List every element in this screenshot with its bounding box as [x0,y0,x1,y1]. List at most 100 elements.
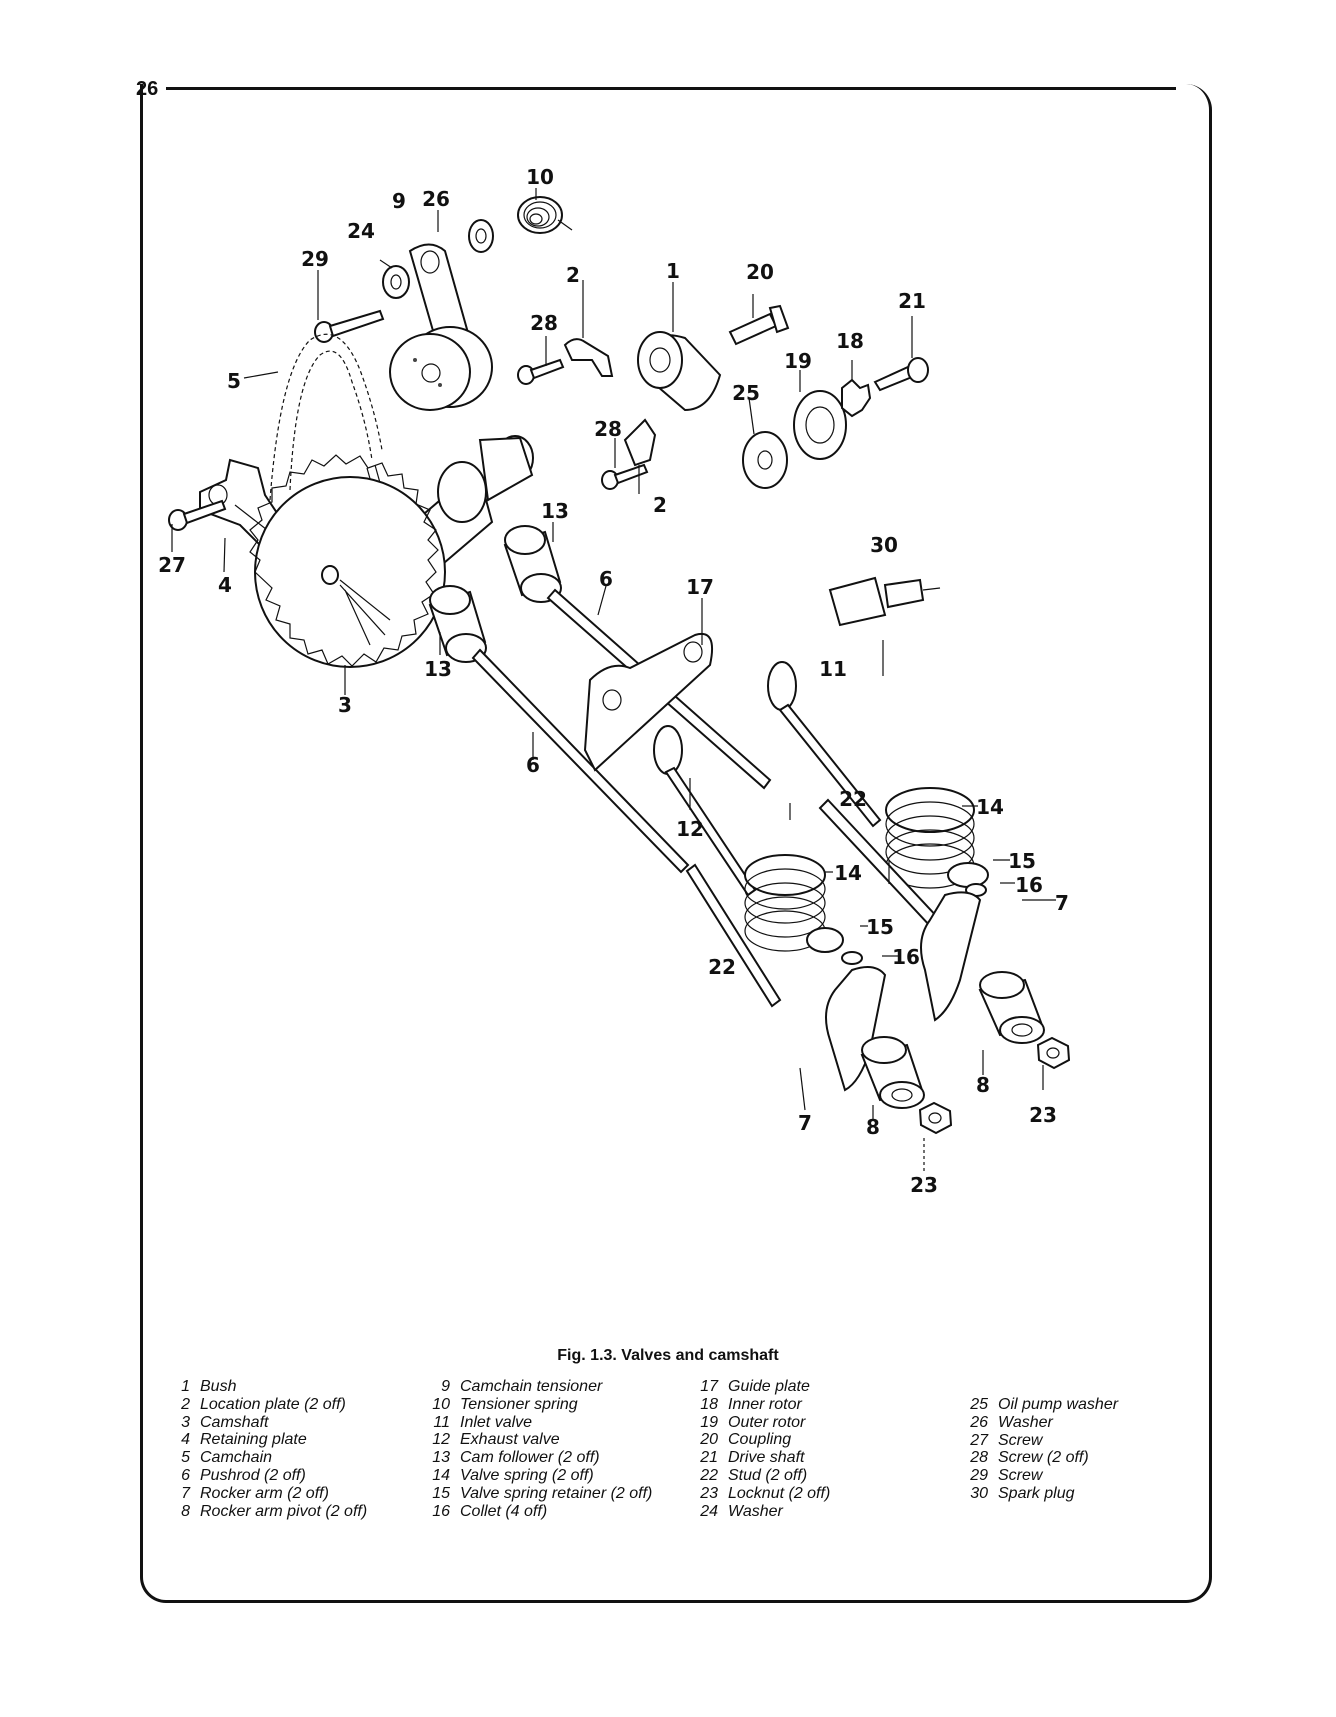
callout-23-right: 23 [1029,1103,1057,1127]
callout-3: 3 [338,693,352,717]
callout-24: 24 [347,219,375,243]
callout-15-left: 15 [866,915,894,939]
page-frame-top-rule [166,87,1176,90]
callout-19: 19 [784,349,812,373]
bush-part [637,331,722,412]
callout-2-top: 2 [566,263,580,287]
callout-16-right: 16 [1015,873,1043,897]
camchain-tensioner-part [389,243,493,411]
page-frame [140,84,1212,1603]
oil-pump-washer-part [742,431,788,489]
callout-7-right: 7 [1055,891,1069,915]
callout-30: 30 [870,533,898,557]
callout-13-bottom: 13 [424,657,452,681]
washer-24-part [382,265,410,299]
valve-spring-retainer-part [806,862,989,953]
callout-22-left: 22 [708,955,736,979]
callout-6-top: 6 [599,567,613,591]
callout-4: 4 [218,573,232,597]
stud-part [685,798,942,1008]
leader-lines [171,188,1056,1172]
callout-labels: 10 26 9 24 29 2 1 20 21 18 19 28 25 5 28… [158,165,1069,1197]
callout-9: 9 [392,189,406,213]
guide-plate-part [583,632,714,772]
inner-rotor-part [841,378,872,418]
callout-14-right: 14 [976,795,1004,819]
callout-11: 11 [819,657,847,681]
callout-7-left: 7 [798,1111,812,1135]
callout-25: 25 [732,381,760,405]
callout-13-top: 13 [541,499,569,523]
callout-20: 20 [746,260,774,284]
callout-2-mid: 2 [653,493,667,517]
callout-29: 29 [301,247,329,271]
cam-follower-part [428,525,562,663]
callout-8-left: 8 [866,1115,880,1139]
callout-6-bottom: 6 [526,753,540,777]
exploded-diagram: 10 26 9 24 29 2 1 20 21 18 19 28 25 5 28… [158,165,1071,1197]
callout-22-right: 22 [839,787,867,811]
inlet-valve-part [767,661,882,828]
callout-28-mid: 28 [594,417,622,441]
callout-26: 26 [422,187,450,211]
callout-14-left: 14 [834,861,862,885]
callout-27: 27 [158,553,186,577]
callout-12: 12 [676,817,704,841]
rocker-arm-pivot-part [860,971,1045,1109]
callout-23-left: 23 [910,1173,938,1197]
location-plate-part [563,338,657,467]
screw-28-part [517,358,649,490]
exhaust-valve-part [653,725,757,897]
callout-17: 17 [686,575,714,599]
screw-27-part [168,499,227,531]
callout-21: 21 [898,289,926,313]
callout-28-top: 28 [530,311,558,335]
camshaft-part [249,435,534,668]
callout-16-left: 16 [892,945,920,969]
callout-18: 18 [836,329,864,353]
washer-26-part [468,219,494,253]
figure-caption: Fig. 1.3. Valves and camshaft [557,1347,779,1364]
tensioner-spring-part [517,196,573,234]
spark-plug-part [828,576,941,627]
callout-10: 10 [526,165,554,189]
outer-rotor-part [793,390,847,460]
drive-shaft-part [873,357,929,392]
locknut-part [918,1036,1071,1135]
screw-29-part [314,309,385,343]
